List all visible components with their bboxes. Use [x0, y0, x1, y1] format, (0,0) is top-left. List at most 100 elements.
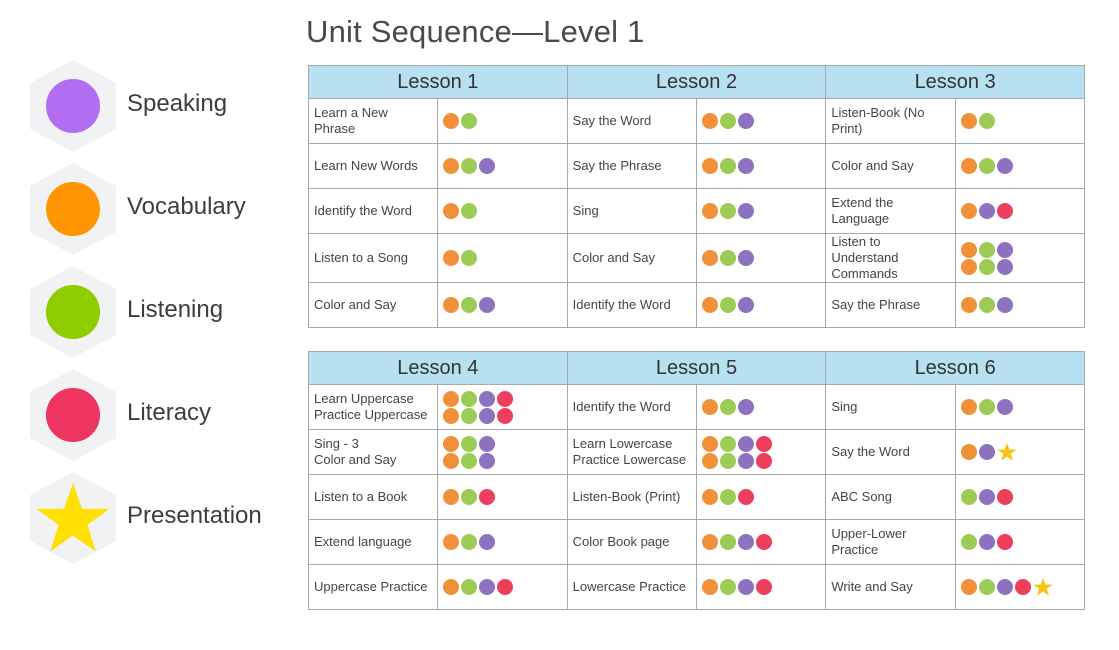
vocabulary-dot-icon	[443, 113, 460, 129]
skill-icons-cell	[695, 282, 827, 328]
presentation-star-icon	[1033, 577, 1053, 596]
speaking-dot-icon	[737, 452, 754, 469]
skill-icons-cell	[437, 98, 568, 144]
listening-dot-icon	[461, 534, 478, 550]
literacy-dot-icon	[996, 534, 1013, 550]
speaking-dot-icon	[737, 158, 754, 174]
listening-dot-icon	[461, 158, 478, 174]
vocabulary-dot-icon	[960, 258, 977, 275]
speaking-dot-icon	[479, 435, 496, 452]
speaking-dot-icon	[737, 435, 754, 452]
listening-dot-icon	[461, 435, 478, 452]
legend-label: Literacy	[127, 399, 212, 426]
vocabulary-dot-icon	[443, 390, 460, 407]
listening-dot-icon	[719, 399, 736, 415]
listening-dot-icon	[978, 258, 995, 275]
legend-label: Vocabulary	[127, 193, 246, 220]
skill-icons-cell	[437, 519, 568, 565]
activity-cell: ABC Song	[825, 474, 956, 520]
activity-cell: Listen-Book (No Print)	[825, 98, 956, 144]
vocabulary-dot-icon	[960, 579, 977, 595]
speaking-dot-icon	[479, 407, 496, 424]
activity-cell: Identify the Word	[307, 188, 439, 234]
skill-icons-cell	[695, 564, 827, 610]
activity-cell: Listen-Book (Print)	[566, 474, 697, 520]
activity-cell: Upper-Lower Practice	[825, 519, 956, 565]
legend-item-literacy: Literacy	[28, 369, 298, 465]
skill-icons-cell	[437, 143, 568, 189]
listening-dot-icon	[461, 489, 478, 505]
speaking-dot-icon	[479, 452, 496, 469]
speaking-dot-icon	[737, 203, 754, 219]
listening-dot-icon	[719, 297, 736, 313]
speaking-dot-icon	[479, 158, 496, 174]
vocabulary-dot-icon	[701, 399, 718, 415]
skill-icons-cell	[954, 519, 1086, 565]
skill-icons-cell	[695, 519, 827, 565]
skill-icons-cell	[437, 429, 568, 475]
literacy-dot-icon	[996, 489, 1013, 505]
star-icon	[36, 483, 110, 552]
speaking-dot-icon	[737, 534, 754, 550]
listening-dot-icon	[978, 399, 995, 415]
listening-dot-icon	[978, 297, 995, 313]
literacy-dot-icon	[737, 489, 754, 505]
vocabulary-dot-icon	[443, 579, 460, 595]
activity-cell: Listen to a Book	[307, 474, 439, 520]
table-row: Listen to a Book Listen-Book (Print) ABC S…	[307, 474, 1086, 520]
activity-cell: Extend the Language	[825, 188, 956, 234]
presentation-star-icon	[997, 442, 1017, 461]
speaking-dot-icon	[996, 579, 1013, 595]
vocabulary-dot-icon	[443, 407, 460, 424]
vocabulary-dot-icon	[443, 250, 460, 266]
skill-icons-cell	[695, 384, 827, 430]
listening-dot-icon	[461, 203, 478, 219]
vocabulary-dot-icon	[443, 203, 460, 219]
listening-dot-icon	[461, 407, 478, 424]
vocabulary-dot-icon	[701, 452, 718, 469]
listening-dot-icon	[978, 579, 995, 595]
listening-dot-icon	[719, 452, 736, 469]
skill-icons-cell	[695, 143, 827, 189]
skill-icons-cell	[437, 384, 568, 430]
speaking-dot-icon	[737, 579, 754, 595]
legend-item-listening: Listening	[28, 266, 298, 362]
skill-icons-cell	[437, 282, 568, 328]
skill-icons-cell	[437, 474, 568, 520]
literacy-dot-icon	[1014, 579, 1031, 595]
activity-cell: Extend language	[307, 519, 439, 565]
lesson-header: Lesson 1	[308, 65, 568, 99]
literacy-dot-icon	[755, 435, 772, 452]
skill-icons-cell	[695, 98, 827, 144]
speaking-dot-icon	[737, 399, 754, 415]
activity-cell: Sing	[825, 384, 956, 430]
listening-dot-icon	[960, 489, 977, 505]
lesson-header: Lesson 3	[825, 65, 1085, 99]
speaking-circle-icon	[46, 79, 100, 133]
vocabulary-dot-icon	[443, 452, 460, 469]
skill-icons-cell	[437, 188, 568, 234]
listening-dot-icon	[461, 113, 478, 129]
speaking-dot-icon	[978, 444, 995, 460]
listening-dot-icon	[719, 534, 736, 550]
vocabulary-dot-icon	[960, 158, 977, 174]
vocabulary-circle-icon	[46, 182, 100, 236]
activity-cell: Color and Say	[566, 233, 697, 283]
page-title: Unit Sequence—Level 1	[306, 14, 645, 49]
speaking-dot-icon	[737, 297, 754, 313]
speaking-dot-icon	[996, 158, 1013, 174]
activity-cell: Learn New Words	[307, 143, 439, 189]
speaking-dot-icon	[978, 489, 995, 505]
vocabulary-dot-icon	[701, 158, 718, 174]
activity-cell: Say the Phrase	[825, 282, 956, 328]
speaking-dot-icon	[996, 399, 1013, 415]
skill-icons-cell	[954, 564, 1086, 610]
vocabulary-dot-icon	[701, 579, 718, 595]
listening-dot-icon	[461, 579, 478, 595]
listening-dot-icon	[719, 579, 736, 595]
